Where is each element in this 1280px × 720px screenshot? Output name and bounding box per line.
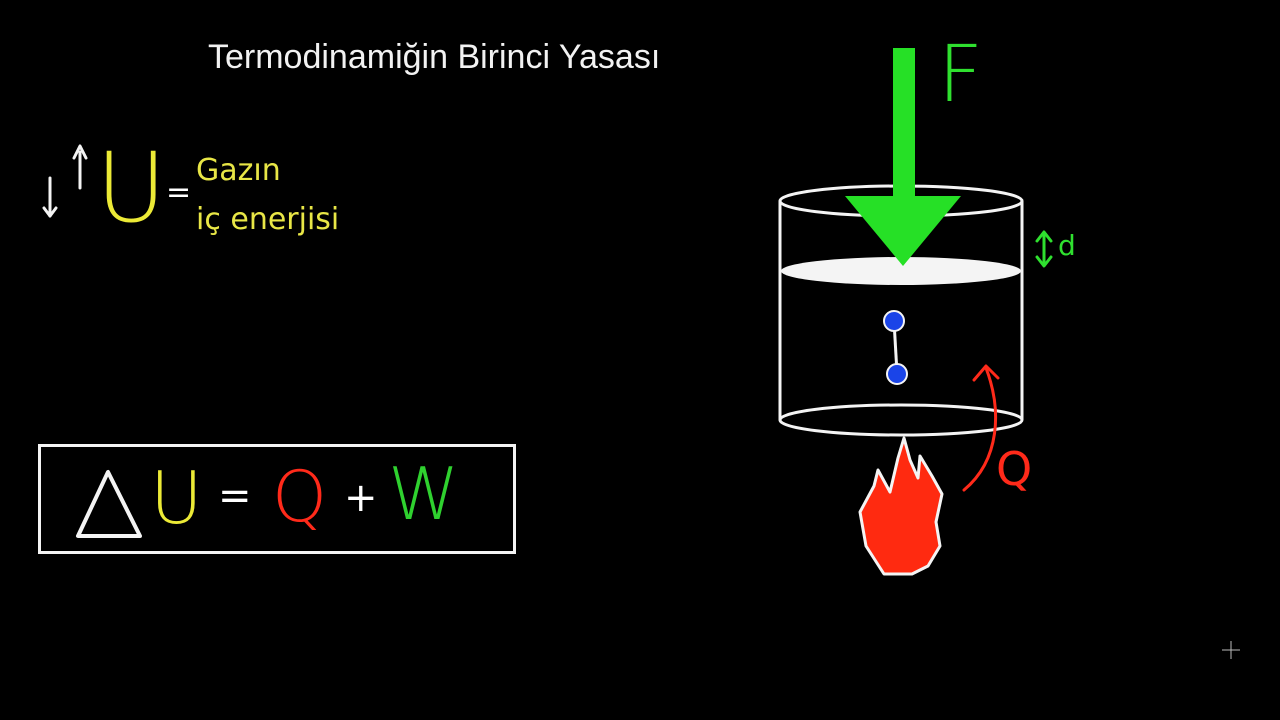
formula-w: W: [388, 452, 460, 536]
flame-icon: [858, 436, 944, 576]
up-down-arrows-icon: [42, 144, 88, 218]
cylinder-container: [778, 184, 1024, 437]
force-arrow-icon: [845, 48, 961, 266]
definition-equals-sign: =: [166, 175, 192, 210]
page-title: Termodinamiğin Birinci Yasası: [208, 38, 661, 76]
formula-plus-sign: +: [344, 475, 378, 521]
delta-triangle-icon: [76, 470, 142, 538]
formula-u: U: [150, 456, 203, 540]
first-law-formula-box: [38, 444, 516, 554]
gas-molecule-icon: [883, 310, 908, 385]
definition-line-2: iç enerjisi: [196, 202, 340, 237]
formula-equals-sign: =: [218, 473, 252, 519]
heat-label: Q: [996, 442, 1033, 496]
heat-arrow-icon: [962, 364, 1000, 492]
definition-line-1: Gazın: [196, 153, 281, 188]
internal-energy-symbol: U: [96, 132, 167, 244]
force-label: F: [938, 30, 983, 120]
distance-arrow-icon: [1035, 230, 1053, 268]
piston-surface: [781, 257, 1021, 285]
formula-q: Q: [272, 456, 328, 538]
distance-label: d: [1058, 229, 1076, 262]
cursor-crosshair-icon: [1222, 641, 1240, 659]
